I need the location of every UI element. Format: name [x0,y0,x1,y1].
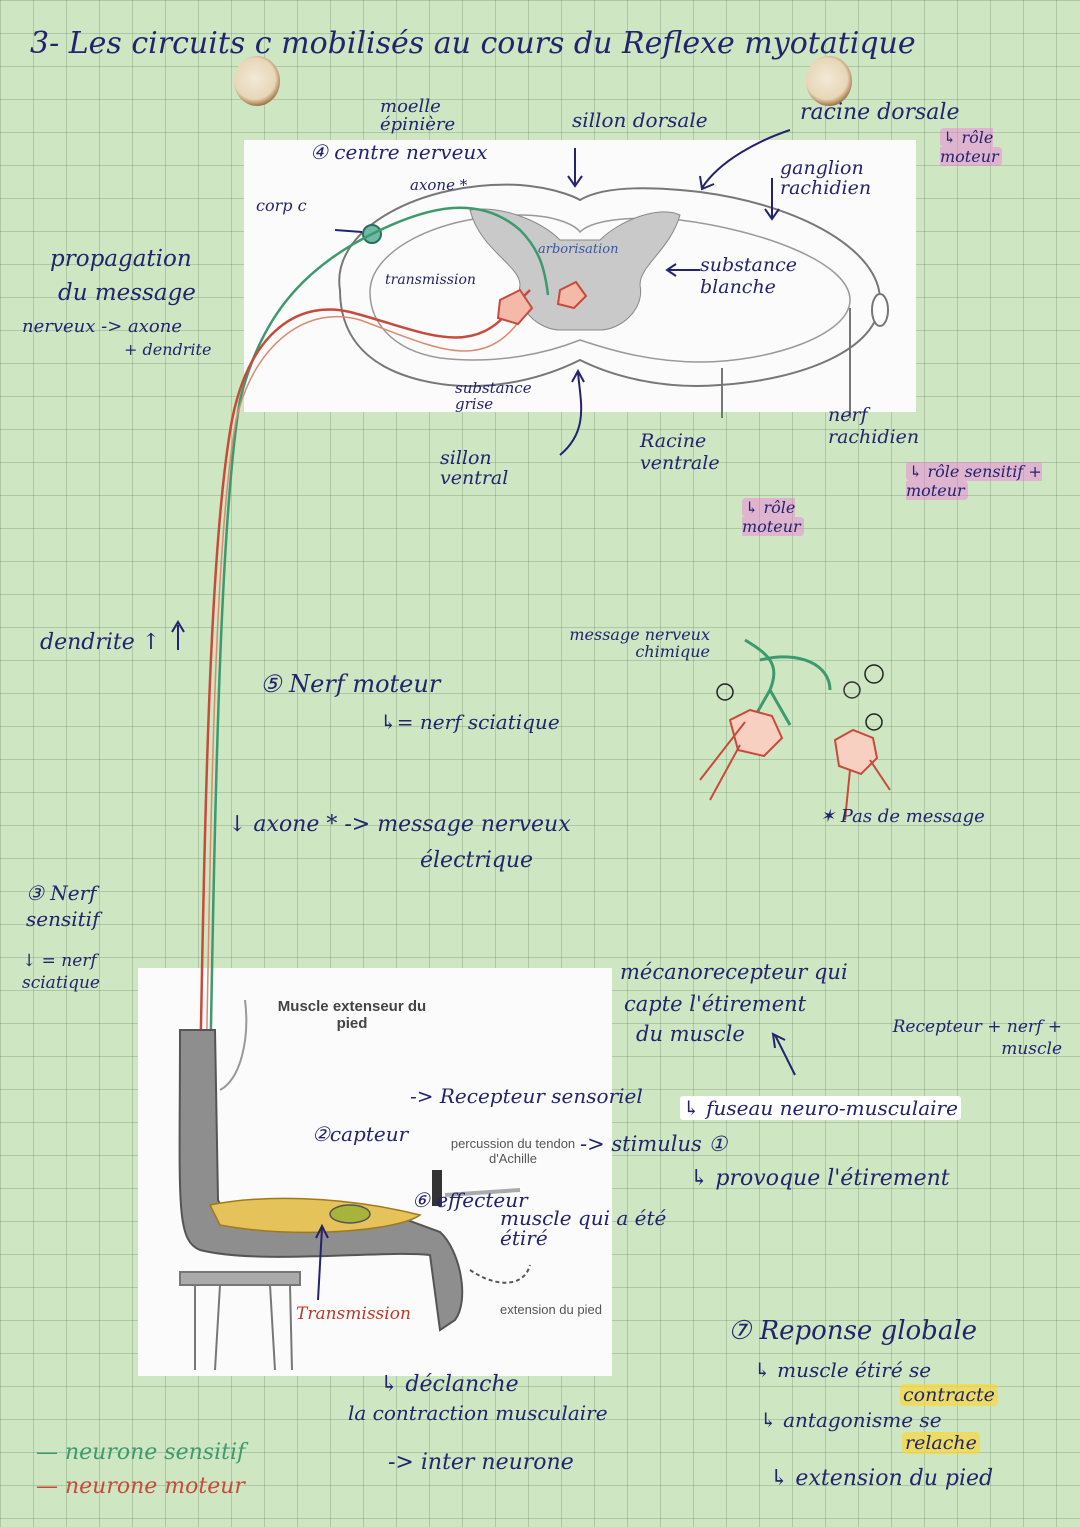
reflex-hammer [432,1170,442,1206]
label-provoque: ↳ provoque l'étirement [690,1166,950,1191]
label-reponse-5: ↳ extension du pied [770,1466,994,1491]
label-propagation-4: + dendrite [124,340,212,359]
synapse-neuron-1 [699,708,784,801]
label-ganglion: ganglion rachidien [780,157,872,199]
label-dendrite: dendrite ↑ [40,630,161,655]
label-nerf-sciatique-1: ↳= nerf sciatique [380,710,560,734]
label-racine-dorsale: racine dorsale [800,100,960,125]
label-propagation-3: nerveux -> axone [22,316,182,337]
label-axone-top: axone * [410,176,468,194]
stool [179,1271,301,1371]
extension-arrow [469,1264,531,1284]
interneuron-body [556,280,588,310]
label-sillon-ventral: sillon ventral [440,447,509,489]
synapse-neuron-2 [833,728,891,821]
arrow-transmission [315,1223,329,1301]
white-matter-inner [369,214,851,363]
label-nerf-sciatique-2: ↓ = nerf sciatique [22,951,100,993]
label-mecano-3: du muscle [636,1022,745,1046]
label-reponse-4: relache [902,1432,980,1454]
spinal-nerve-end [871,293,889,327]
label-stimulus: -> stimulus ① [580,1132,728,1156]
legend-sensitif: — neurone sensitif [36,1440,246,1465]
label-arborisation: arborisation [538,242,619,257]
label-recepteur-nerf: Recepteur + nerf + muscle [892,1017,1062,1059]
legend-moteur: — neurone moteur [36,1474,245,1499]
arrow-ganglion [764,178,780,221]
label-axone-message: ↓ axone * -> message nerveux [228,812,571,837]
label-moelle: moelle épinière [380,96,456,135]
label-substance-blanche: substance blanche [700,254,797,298]
label-propagation-1: propagation [50,246,192,272]
knee-outline [219,999,248,1091]
label-effecteur: ⑥ effecteur [412,1188,528,1212]
figure-title: Muscle extenseur du pied [277,998,427,1032]
arrow-substance-blanche [665,263,700,277]
label-sillon-dorsale: sillon dorsale [572,108,708,132]
synapse-sketch [744,638,832,726]
label-transmission: transmission [385,272,476,288]
label-message-chimique: message nerveux chimique [569,625,710,661]
legend-interneurone: -> inter neurone [388,1450,574,1475]
label-nerf-moteur: ⑤ Nerf moteur [260,670,441,698]
label-racine-ventrale-role: ↳ rôle moteur [742,498,852,536]
label-nerf-rachidien: nerf rachidien [828,404,920,448]
arrow-sillon-dorsal [567,148,583,188]
label-reponse-1: ↳ muscle étiré se [754,1358,932,1382]
label-recepteur-sensoriel: -> Recepteur sensoriel [410,1084,643,1108]
arrow-dendrite [171,620,185,650]
label-corps: corp c [256,196,307,215]
label-pas-message: ✶ Pas de message [820,806,985,827]
arrow-mecano [771,1032,796,1076]
label-mecano-2: capte l'étirement [624,992,807,1016]
label-electrique: électrique [420,848,534,873]
arrow-corps [334,229,363,233]
label-nerf-rachidien-role: ↳ rôle sensitif + moteur [906,462,1042,500]
label-propagation-2: du message [58,280,196,306]
label-racine-dorsale-role: ↳ rôle moteur [940,128,1060,166]
label-substance-grise: substance grise [455,379,532,413]
label-fuseau: ↳ fuseau neuro-musculaire [680,1096,961,1120]
sensory-neuron-path [208,206,550,1081]
label-capteur: ②capteur [312,1122,409,1146]
label-reponse-3: ↳ antagonisme se [760,1408,942,1432]
label-reponse-2: contracte [900,1384,998,1406]
label-centre-nerveux: ④ centre nerveux [310,140,488,164]
label-declenche: ↳ déclanche [380,1372,519,1397]
arrow-sillon-ventral [559,368,585,456]
figure-percussion: percussion du tendon d'Achille [450,1136,576,1166]
page-title: 3- Les circuits c mobilisés au cours du … [30,26,916,61]
label-racine-ventrale: Racine ventrale [640,430,720,474]
figure-extension: extension du pied [500,1302,602,1317]
label-nerf-sensitif: ③ Nerf sensitif [26,881,100,931]
muscle-extensor [208,1197,422,1234]
label-reponse-title: ⑦ Reponse globale [728,1316,978,1346]
label-muscle-etire: muscle qui a été étiré [500,1206,667,1250]
arrow-racine-dorsale [699,129,791,191]
label-mecano-1: mécanorecepteur qui [620,960,848,984]
motor-neuron-body [496,288,534,326]
label-transmission-low: Transmission [296,1304,411,1324]
binder-hole-right [806,56,852,106]
label-contraction: la contraction musculaire [348,1401,608,1425]
muscle-spindle [329,1204,371,1224]
binder-hole-left [234,56,280,106]
